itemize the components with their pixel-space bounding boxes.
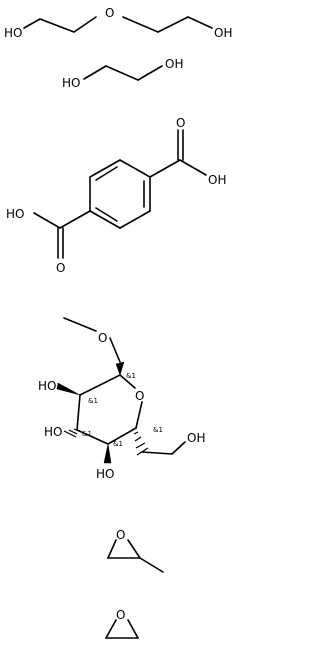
hydroxyl-label: OH bbox=[208, 173, 226, 187]
bond bbox=[137, 65, 163, 81]
ethylene-glycol-structure: HO OH bbox=[62, 57, 183, 90]
epoxide-oxygen-label: O bbox=[116, 528, 125, 542]
ring-bond bbox=[107, 539, 117, 559]
hydroxyl-label: OH bbox=[165, 57, 183, 71]
structure-canvas: HO O OH HO OH O OH HO O bbox=[4, 6, 232, 639]
bond bbox=[59, 210, 91, 229]
ring-bond bbox=[89, 210, 121, 229]
bond bbox=[171, 441, 186, 455]
hydroxyl-label: HO bbox=[4, 26, 22, 40]
bond bbox=[73, 16, 97, 33]
hydroxyl-label: HO bbox=[62, 76, 80, 90]
methyl-bond bbox=[139, 557, 164, 573]
ring-bond bbox=[119, 374, 136, 389]
hashed-bond bbox=[63, 428, 80, 438]
hydroxyl-label: OH bbox=[187, 431, 205, 445]
structures-svg: HO O OH HO OH O OH HO O bbox=[4, 6, 232, 639]
bond bbox=[105, 65, 139, 81]
wedge-bond bbox=[103, 443, 112, 464]
terephthalic-acid-structure: O OH HO O bbox=[6, 116, 226, 275]
ring-bond bbox=[127, 539, 141, 559]
bond bbox=[109, 337, 121, 363]
bond bbox=[23, 18, 41, 29]
hydroxyl-label: HO bbox=[96, 467, 114, 481]
aromatic-double-bond bbox=[95, 207, 118, 222]
ethylene-oxide-structure: O bbox=[105, 608, 139, 639]
stereo-label: &1 bbox=[126, 372, 136, 380]
bond bbox=[63, 317, 97, 332]
bond bbox=[149, 159, 181, 178]
epoxide-oxygen-label: O bbox=[116, 608, 125, 622]
bond bbox=[39, 18, 75, 33]
ring-bond bbox=[135, 401, 143, 429]
hydroxyl-label: HO bbox=[44, 425, 62, 439]
bond bbox=[157, 16, 189, 33]
wedge-bond bbox=[56, 382, 81, 396]
methoxy-oxygen-label: O bbox=[98, 331, 107, 345]
ring-bond bbox=[89, 159, 121, 178]
ring-bond bbox=[119, 159, 151, 178]
ring-bond bbox=[79, 374, 121, 396]
stereo-label: &1 bbox=[113, 440, 123, 448]
stereo-label: &1 bbox=[153, 426, 163, 434]
bond bbox=[33, 212, 61, 229]
wedge-bond bbox=[115, 361, 125, 376]
carbonyl-oxygen-label: O bbox=[56, 261, 65, 275]
hydroxyl-label: HO bbox=[38, 379, 56, 393]
ring-bond bbox=[76, 429, 109, 445]
ether-oxygen-label: O bbox=[105, 6, 114, 20]
ring-bond bbox=[107, 427, 137, 445]
bond bbox=[141, 451, 173, 455]
hydroxyl-label: HO bbox=[6, 207, 24, 221]
diethylene-glycol-structure: HO O OH bbox=[4, 6, 232, 40]
bond bbox=[179, 159, 207, 176]
ring-bond bbox=[119, 210, 151, 229]
ring-bond bbox=[105, 619, 117, 639]
propylene-oxide-structure: O bbox=[107, 528, 164, 573]
hydroxyl-label: OH bbox=[214, 26, 232, 40]
bond bbox=[83, 65, 107, 80]
aromatic-double-bond bbox=[95, 166, 118, 181]
ring-bond bbox=[127, 619, 139, 639]
methyl-glucoside-structure: O O HO HO HO OH &1 &1 &1 bbox=[38, 317, 205, 481]
bond bbox=[122, 16, 159, 33]
ring-oxygen-label: O bbox=[135, 389, 144, 403]
stereo-label: &1 bbox=[82, 430, 92, 438]
bond bbox=[187, 16, 213, 29]
carbonyl-oxygen-label: O bbox=[176, 116, 185, 130]
ring-bond bbox=[76, 394, 81, 431]
stereo-label: &1 bbox=[88, 397, 98, 405]
